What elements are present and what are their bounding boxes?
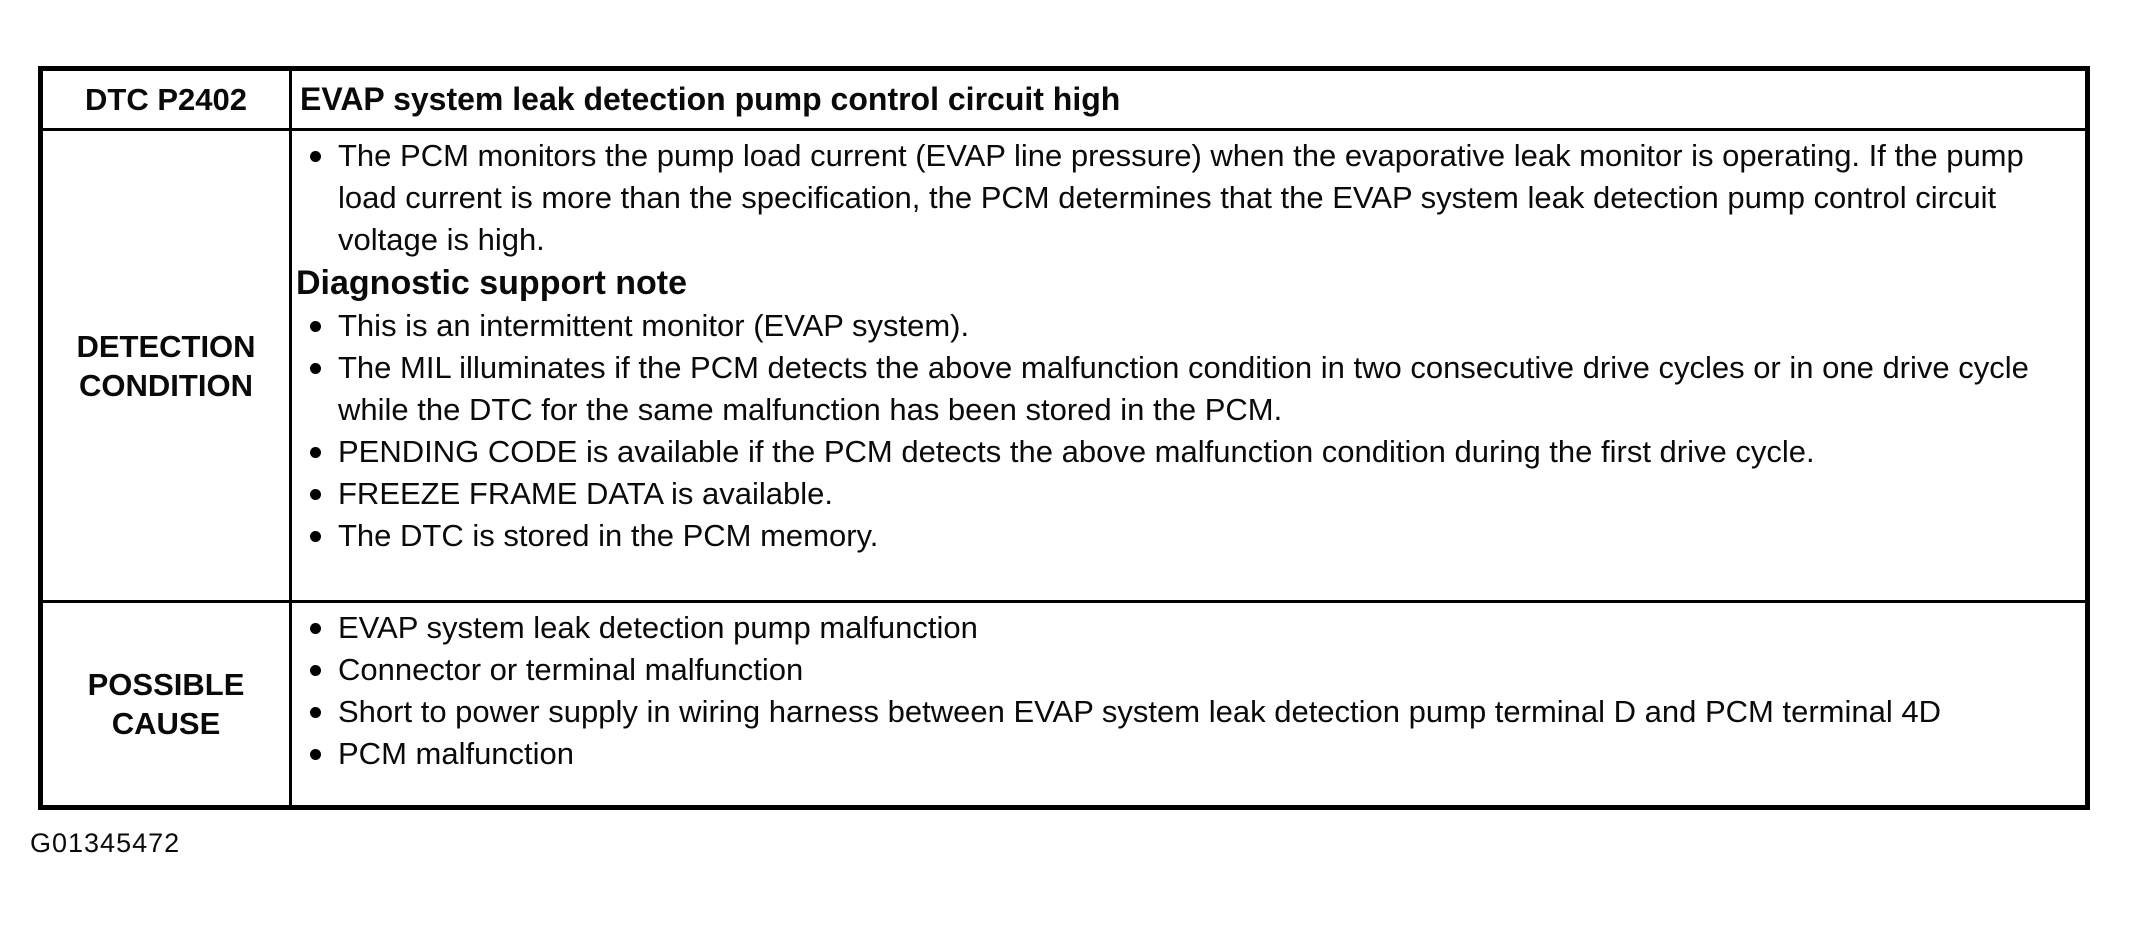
possible-cause-list: EVAP system leak detection pump malfunct… [296, 607, 2069, 775]
detection-condition-content: The PCM monitors the pump load current (… [292, 131, 2085, 603]
bullet-item: The MIL illuminates if the PCM detects t… [296, 347, 2069, 431]
bullet-item: EVAP system leak detection pump malfunct… [296, 607, 2069, 649]
bullet-item: FREEZE FRAME DATA is available. [296, 473, 2069, 515]
bullet-item: The DTC is stored in the PCM memory. [296, 515, 2069, 557]
diagnostic-support-note-heading: Diagnostic support note [296, 264, 687, 302]
detection-condition-list: The PCM monitors the pump load current (… [296, 135, 2069, 557]
dtc-title-cell: EVAP system leak detection pump control … [292, 71, 2085, 131]
figure-id: G01345472 [30, 828, 181, 858]
bullet-item: PCM malfunction [296, 733, 2069, 775]
bullet-item: This is an intermittent monitor (EVAP sy… [296, 305, 2069, 347]
possible-cause-label: POSSIBLE CAUSE [43, 603, 292, 805]
bullet-item: PENDING CODE is available if the PCM det… [296, 431, 2069, 473]
bullet-item: Connector or terminal malfunction [296, 649, 2069, 691]
bullet-item: The PCM monitors the pump load current (… [296, 135, 2069, 261]
detection-condition-label: DETECTION CONDITION [43, 131, 292, 603]
dtc-table: DTC P2402 EVAP system leak detection pum… [38, 66, 2090, 810]
dtc-code-cell: DTC P2402 [43, 71, 292, 131]
possible-cause-content: EVAP system leak detection pump malfunct… [292, 603, 2085, 805]
bullet-item: Short to power supply in wiring harness … [296, 691, 2069, 733]
